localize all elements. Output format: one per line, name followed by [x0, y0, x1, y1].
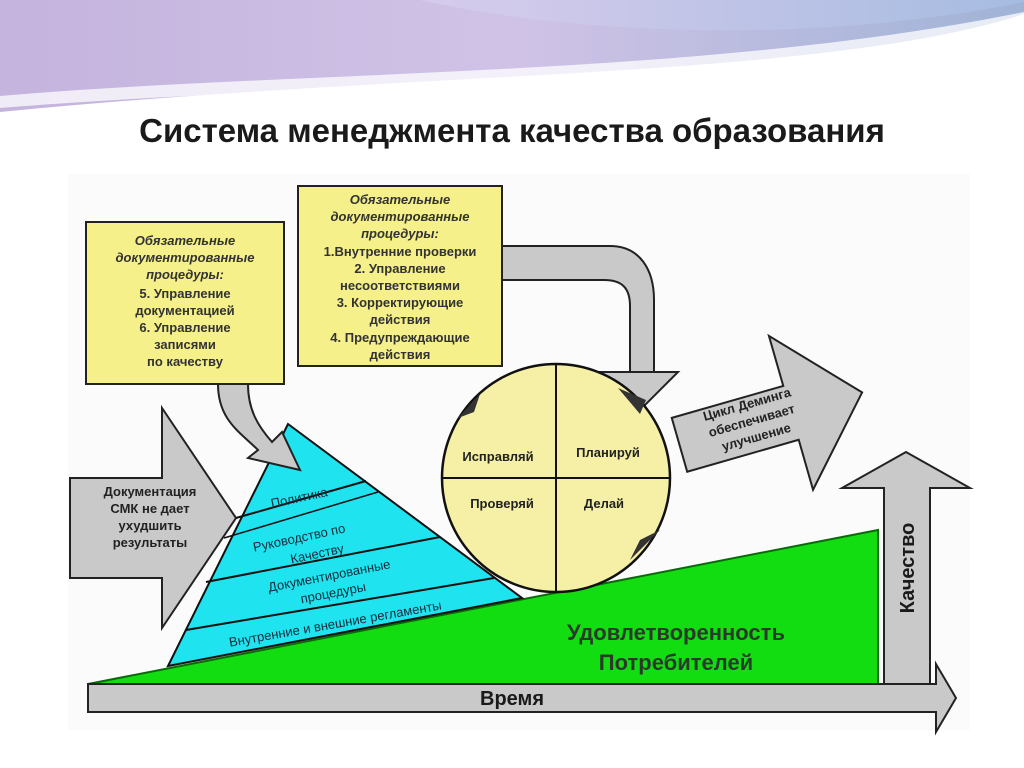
- time-label: Время: [480, 688, 544, 710]
- quality-label: Качество: [897, 523, 919, 614]
- time-arrow: Время: [87, 660, 958, 736]
- pdca-circle: Исправляй Планируй Проверяй Делай: [440, 362, 672, 594]
- deming-arrow: Цикл Деминга обеспечивает улучшение: [670, 333, 864, 493]
- quality-arrow: Качество: [838, 450, 974, 685]
- top-note-line6: несоответствиями: [340, 278, 460, 293]
- left-note-line6: 6. Управление: [139, 320, 230, 335]
- cycle-arrow-bottom-right-icon: [630, 530, 660, 560]
- left-note-line3: процедуры:: [146, 267, 224, 282]
- top-note: Обязательные документированные процедуры…: [297, 185, 503, 367]
- cycle-arrow-top-right-icon: [618, 388, 646, 414]
- satisfaction-label-line2: Потребителей: [599, 650, 753, 675]
- top-note-line5: 2. Управление: [354, 261, 445, 276]
- pyramid: Политика Руководство по Качеству Докумен…: [166, 422, 525, 668]
- page-title: Система менеджмента качества образования: [139, 112, 885, 149]
- left-note-line8: по качеству: [147, 354, 224, 369]
- left-note-line5: документацией: [135, 303, 234, 318]
- top-note-line3: процедуры:: [361, 226, 439, 241]
- left-note-curved-arrow: [216, 383, 302, 472]
- left-note: Обязательные документированные процедуры…: [85, 221, 285, 385]
- header-decoration: [0, 0, 1024, 112]
- top-note-line1: Обязательные: [350, 192, 450, 207]
- left-arrow: Документация СМК не дает ухудшить резуль…: [69, 404, 238, 632]
- cycle-plan: Планируй: [576, 445, 640, 460]
- left-arrow-line4: результаты: [113, 535, 188, 550]
- top-note-line10: действия: [370, 347, 431, 362]
- left-note-line1: Обязательные: [135, 233, 235, 248]
- top-note-line9: 4. Предупреждающие: [330, 330, 469, 345]
- satisfaction-label-line1: Удовлетворенность: [567, 620, 785, 645]
- left-arrow-line1: Документация: [104, 484, 197, 499]
- cycle-do: Делай: [584, 496, 624, 511]
- cycle-arrow-top-left-icon: [458, 394, 480, 418]
- left-note-line4: 5. Управление: [139, 286, 230, 301]
- left-note-line7: записями: [154, 337, 216, 352]
- left-note-line2: документированные: [116, 250, 255, 265]
- left-arrow-line3: ухудшить: [118, 518, 181, 533]
- left-arrow-line2: СМК не дает: [110, 501, 189, 516]
- top-note-line8: действия: [370, 312, 431, 327]
- top-note-line7: 3. Корректирующие: [337, 295, 464, 310]
- top-note-line4: 1.Внутренние проверки: [324, 244, 477, 259]
- cycle-check: Проверяй: [470, 496, 534, 511]
- top-note-line2: документированные: [331, 209, 470, 224]
- cycle-act: Исправляй: [462, 449, 533, 464]
